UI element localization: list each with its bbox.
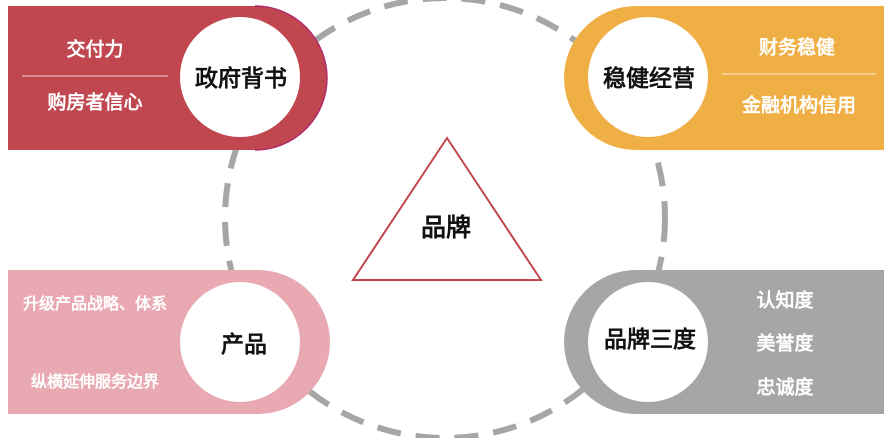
top-right-item: 金融机构信用 [741,94,857,117]
bottom-left-circle-label: 产品 [221,332,267,358]
top-right-item: 财务稳健 [758,36,836,59]
bottom-right-item: 美誉度 [756,332,814,355]
bottom-right-circle-label: 品牌三度 [604,327,696,353]
dashed-ring [222,0,668,438]
circle-top-left [180,17,300,137]
top-left-panel-arc [254,5,328,151]
bottom-right-item: 忠诚度 [756,376,814,399]
circle-bottom-right [588,282,708,402]
center-label: 品牌 [420,213,472,242]
center-triangle [351,136,543,281]
bottom-left-item: 升级产品战略、体系 [22,294,168,313]
circle-bottom-left [180,282,300,402]
circle-top-right [588,17,708,137]
bottom-right-item: 认知度 [756,289,814,312]
bottom-left-item: 纵横延伸服务边界 [30,372,160,391]
top-right-circle-label: 稳健经营 [603,66,695,92]
top-left-item: 购房者信心 [47,91,143,114]
top-left-item: 交付力 [66,38,124,61]
top-left-circle-label: 政府背书 [195,66,287,92]
